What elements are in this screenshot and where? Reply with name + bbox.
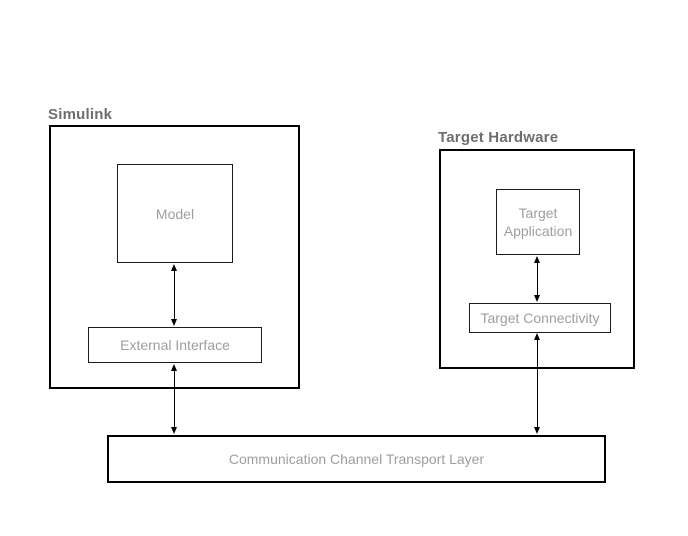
- target-application-node: Target Application: [496, 189, 580, 255]
- arrow-target-application-to-target-connectivity: [534, 256, 541, 302]
- target-hardware-section-label: Target Hardware: [438, 129, 559, 146]
- target-connectivity-node: Target Connectivity: [469, 303, 611, 333]
- external-interface-node-label: External Interface: [120, 337, 230, 353]
- target-application-node-label: Target Application: [503, 205, 573, 239]
- arrow-model-to-external-interface: [171, 264, 178, 326]
- transport-layer-node-label: Communication Channel Transport Layer: [228, 451, 485, 467]
- model-node: Model: [117, 164, 233, 263]
- arrow-external-interface-to-transport-layer: [171, 364, 178, 434]
- arrow-shaft: [537, 258, 538, 300]
- arrow-shaft: [174, 366, 175, 432]
- arrow-shaft: [537, 335, 538, 432]
- external-interface-node: External Interface: [88, 327, 262, 363]
- model-node-label: Model: [155, 205, 195, 222]
- arrow-target-connectivity-to-transport-layer: [534, 333, 541, 434]
- target-connectivity-node-label: Target Connectivity: [480, 310, 600, 326]
- arrow-shaft: [174, 266, 175, 324]
- simulink-section-label: Simulink: [48, 106, 113, 123]
- transport-layer-node: Communication Channel Transport Layer: [107, 435, 606, 483]
